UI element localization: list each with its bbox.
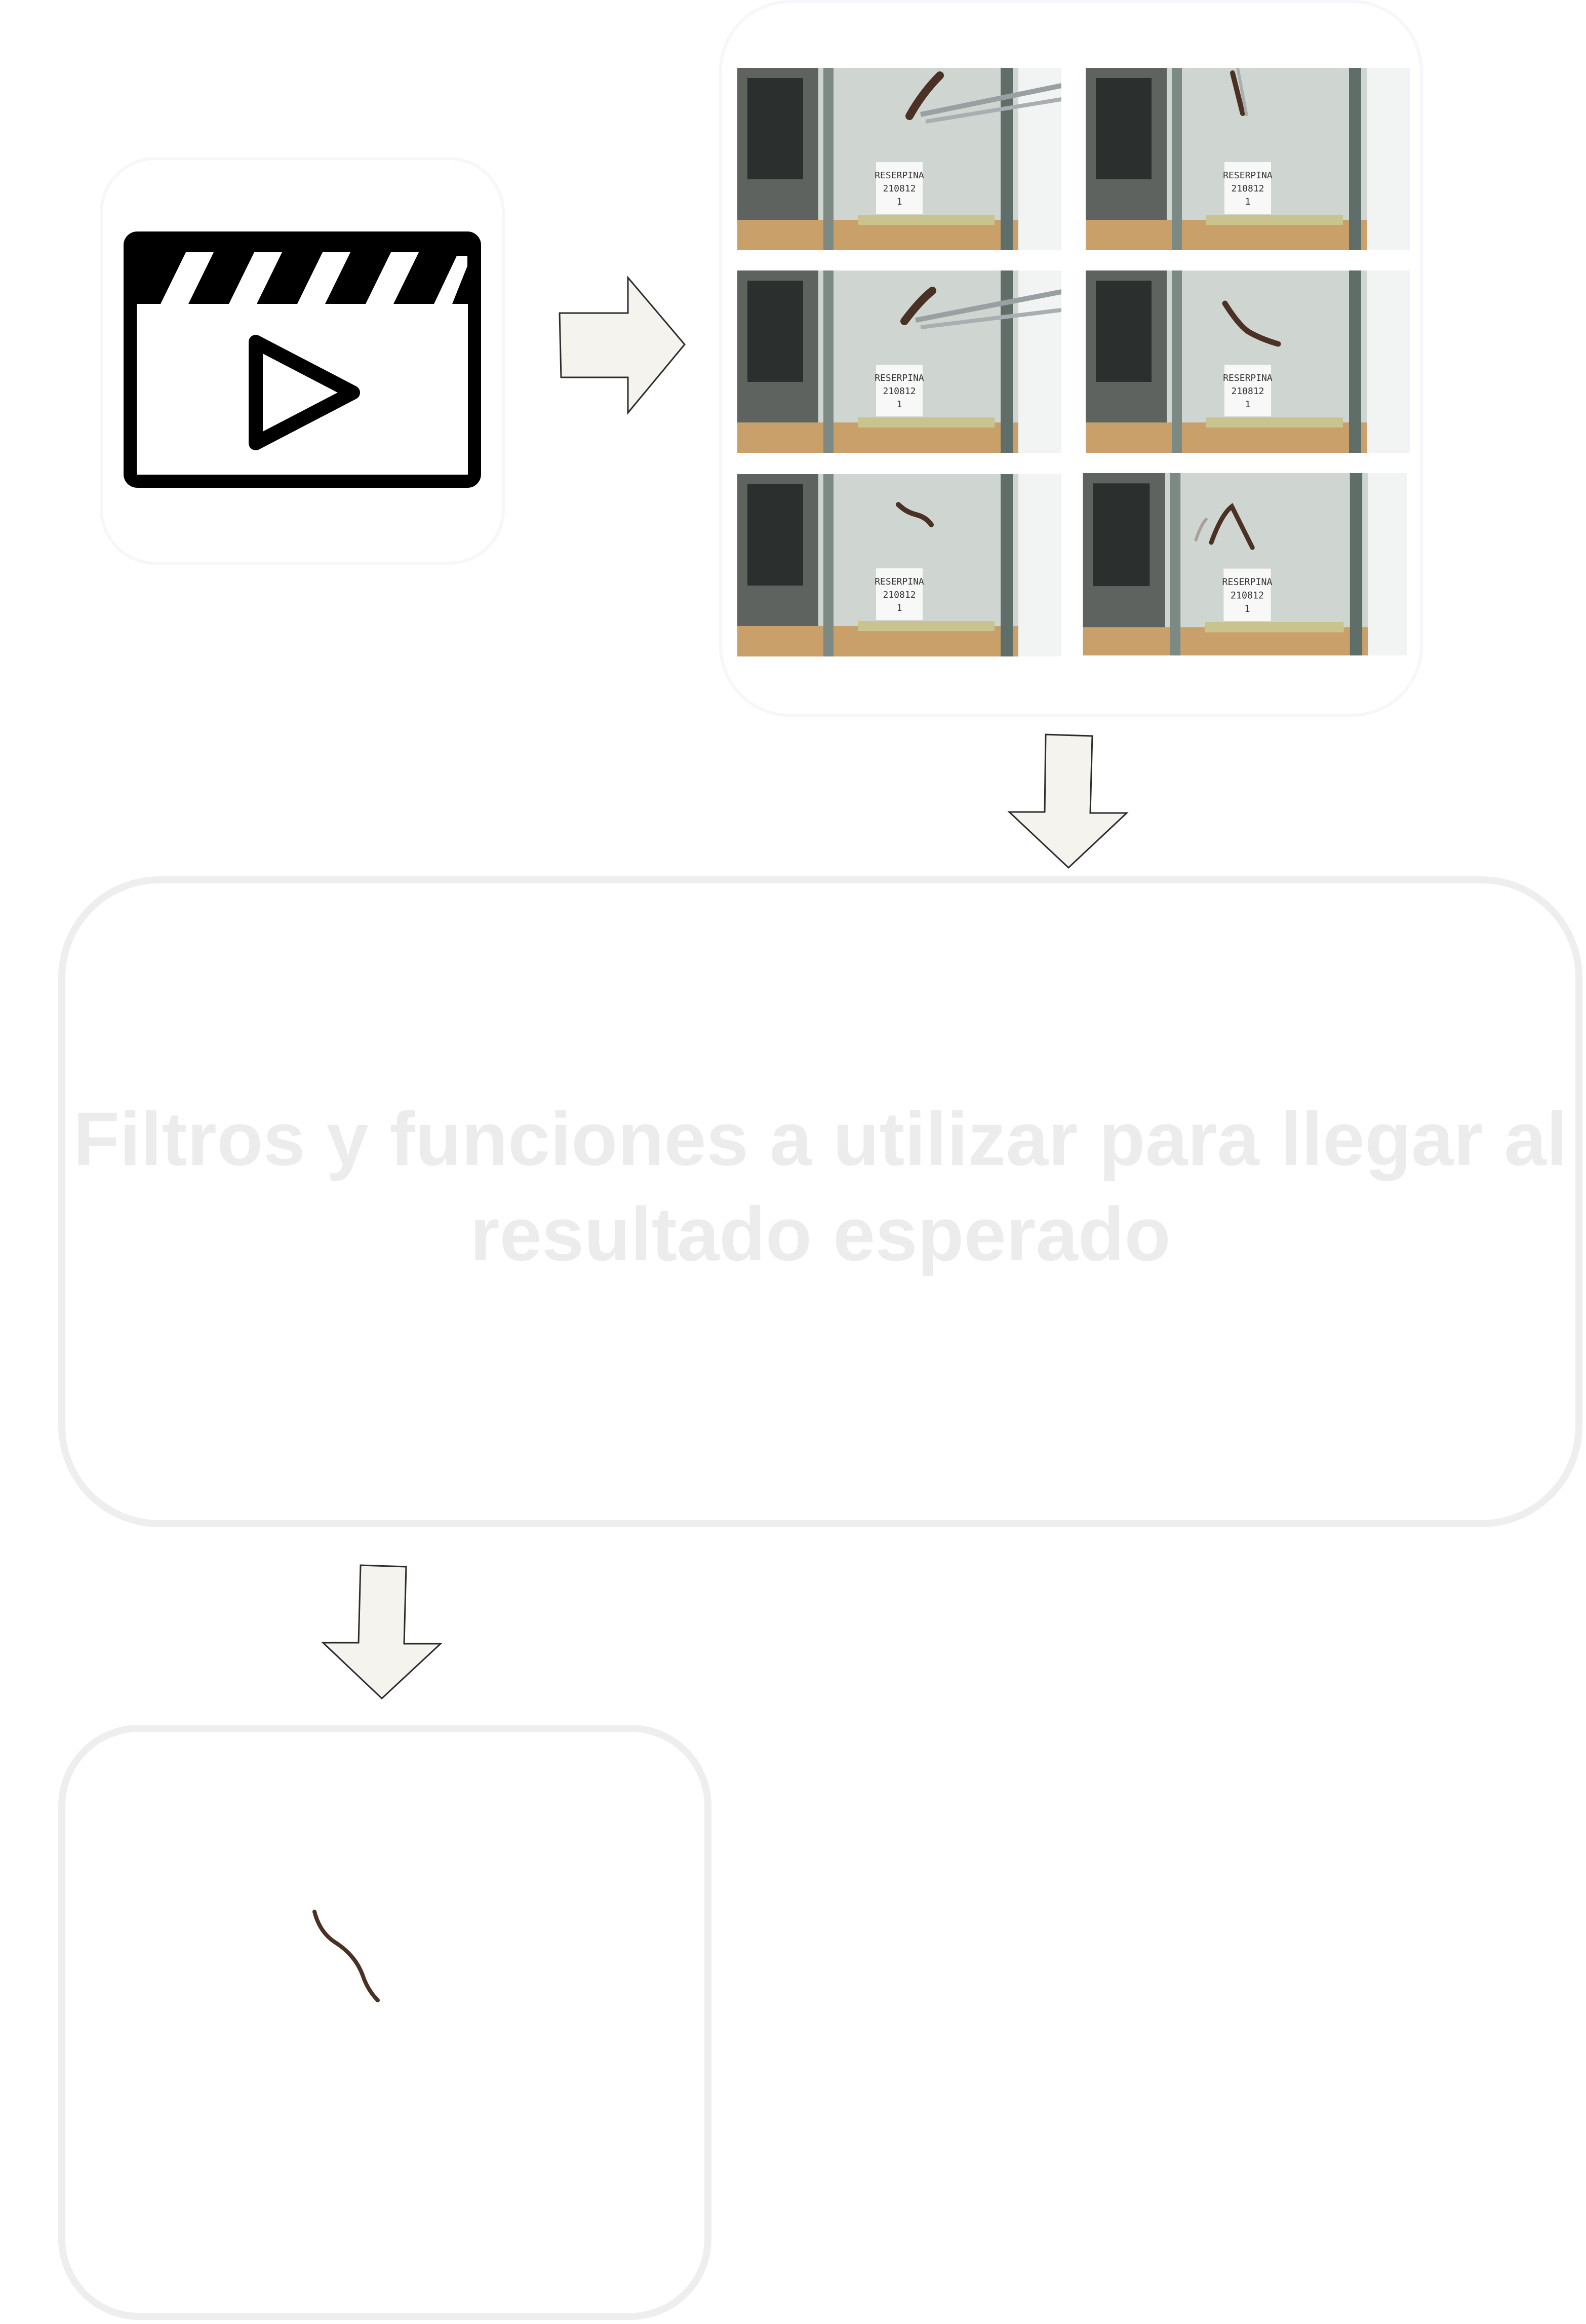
processing-step-box: Filtros y funciones a utilizar para lleg… xyxy=(58,876,1582,1527)
svg-text:RESERPINA: RESERPINA xyxy=(1223,373,1273,383)
video-frame-3: RESERPINA 210812 1 xyxy=(737,270,1061,453)
svg-text:210812: 210812 xyxy=(1231,590,1264,601)
video-frames-box: RESERPINA 210812 1 RESERPINA 210812 1 xyxy=(719,0,1423,717)
video-clapperboard-icon xyxy=(124,231,481,488)
result-box xyxy=(58,1725,711,2320)
svg-text:RESERPINA: RESERPINA xyxy=(1223,170,1273,181)
svg-text:RESERPINA: RESERPINA xyxy=(875,373,924,383)
frame-image: RESERPINA 210812 1 xyxy=(1083,473,1407,655)
video-frame-4: RESERPINA 210812 1 xyxy=(1086,270,1410,453)
frame-image: RESERPINA 210812 1 xyxy=(1086,68,1410,250)
svg-text:210812: 210812 xyxy=(883,590,916,600)
svg-text:RESERPINA: RESERPINA xyxy=(1222,577,1273,588)
svg-text:1: 1 xyxy=(897,197,902,207)
svg-text:210812: 210812 xyxy=(883,386,916,397)
frame-image: RESERPINA 210812 1 xyxy=(1086,270,1410,453)
svg-text:1: 1 xyxy=(897,603,902,613)
video-input-box xyxy=(100,157,505,565)
segmented-worm-image xyxy=(312,1910,380,2002)
frame-image: RESERPINA 210812 1 xyxy=(737,270,1061,453)
svg-text:1: 1 xyxy=(897,399,902,410)
video-frame-6: RESERPINA 210812 1 xyxy=(1083,473,1407,655)
svg-text:1: 1 xyxy=(1245,604,1250,614)
processing-label: Filtros y funciones a utilizar para lleg… xyxy=(73,1096,1568,1276)
svg-text:RESERPINA: RESERPINA xyxy=(875,576,924,587)
svg-text:1: 1 xyxy=(1245,197,1251,207)
svg-text:210812: 210812 xyxy=(1231,183,1264,194)
svg-text:RESERPINA: RESERPINA xyxy=(875,170,924,181)
video-frame-2: RESERPINA 210812 1 xyxy=(1086,68,1410,250)
video-frame-5: RESERPINA 210812 1 xyxy=(737,474,1061,656)
block-arrow-down-icon xyxy=(321,1564,443,1700)
svg-text:210812: 210812 xyxy=(883,183,916,194)
svg-text:1: 1 xyxy=(1245,399,1251,410)
frame-image: RESERPINA 210812 1 xyxy=(737,474,1061,656)
block-arrow-right-icon xyxy=(559,275,686,415)
frame-image: RESERPINA 210812 1 xyxy=(737,68,1061,250)
block-arrow-down-icon xyxy=(1007,733,1129,869)
video-frame-1: RESERPINA 210812 1 xyxy=(737,68,1061,250)
svg-text:210812: 210812 xyxy=(1231,386,1264,397)
